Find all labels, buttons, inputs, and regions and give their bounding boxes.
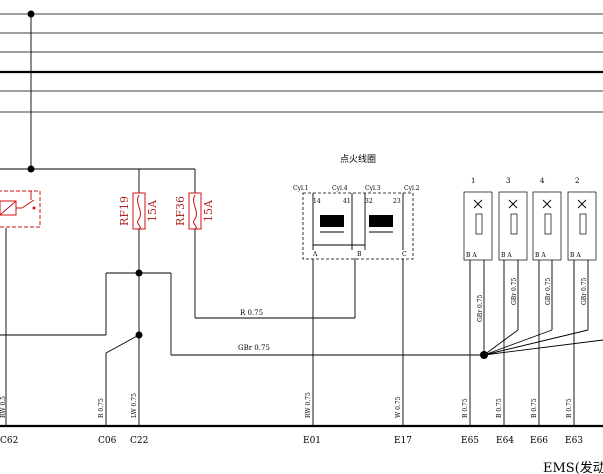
connector-code: E17 [394, 436, 412, 446]
bottom-wire-label: LW 0.75 [131, 393, 138, 418]
connector-code: E66 [530, 436, 548, 446]
svg-text:A: A [312, 251, 318, 258]
svg-text:15A: 15A [202, 199, 215, 222]
svg-text:2: 2 [575, 177, 579, 185]
svg-text:Cyl.3: Cyl.3 [365, 185, 381, 192]
svg-text:GBr 0.75: GBr 0.75 [511, 277, 518, 305]
svg-text:3: 3 [506, 177, 510, 185]
wire-label-gbr075: GBr 0.75 [238, 344, 270, 352]
bottom-wire-label: RW 0.75 [305, 392, 312, 418]
wire-label-r075: R 0.75 [240, 309, 263, 317]
svg-text:4: 4 [540, 177, 545, 185]
svg-text:1: 1 [471, 177, 475, 185]
svg-text:B A: B A [535, 252, 546, 259]
relay [0, 190, 41, 228]
injector-2: 2 B A [567, 177, 597, 261]
connector-code: E64 [496, 436, 514, 446]
connector-code: C06 [98, 436, 117, 446]
svg-text:RF36: RF36 [174, 196, 187, 226]
svg-text:Cyl.4: Cyl.4 [332, 185, 348, 192]
svg-text:Cyl.1: Cyl.1 [293, 185, 309, 192]
bottom-wire-label: W 0.75 [395, 396, 402, 418]
svg-text:Cyl.2: Cyl.2 [404, 185, 420, 192]
svg-text:32: 32 [365, 198, 373, 205]
svg-text:14: 14 [313, 198, 321, 205]
top-bus-lines [0, 13, 603, 113]
coil-title: 点火线圈 [340, 153, 376, 165]
footer-label: EMS(发动 [543, 460, 603, 474]
bottom-wire-label: RW 0.5 [0, 396, 7, 418]
svg-text:GBr 0.75: GBr 0.75 [545, 277, 552, 305]
fuse-rf36: RF36 15A [174, 192, 215, 230]
svg-text:41: 41 [343, 198, 351, 205]
fuse-rf19: RF19 15A [118, 192, 159, 230]
svg-text:B A: B A [466, 252, 477, 259]
svg-text:RF19: RF19 [118, 196, 131, 226]
svg-text:GBr 0.75: GBr 0.75 [581, 277, 588, 305]
injector-4: 4 B A [532, 177, 562, 261]
connector-code: C62 [0, 436, 18, 446]
bottom-wire-label: B 0.75 [496, 398, 503, 418]
injector-1: 1 B A [463, 177, 493, 261]
svg-text:GBr 0.75: GBr 0.75 [477, 294, 484, 322]
bottom-wire-label: B 0.75 [531, 398, 538, 418]
bottom-wire-label: B 0.75 [566, 398, 573, 418]
connector-code: E01 [303, 436, 321, 446]
bottom-wire-label: B 0.75 [462, 398, 469, 418]
svg-text:15A: 15A [146, 199, 159, 222]
svg-text:C: C [402, 251, 407, 258]
junction-dot [27, 10, 35, 18]
junction-dot [480, 351, 488, 359]
bottom-wire-label: R 0.75 [98, 398, 105, 418]
connector-code: E63 [565, 436, 583, 446]
injector-3: 3 B A [498, 177, 528, 261]
svg-text:B: B [357, 251, 362, 258]
ignition-coil: 点火线圈 Cyl.1 Cyl.4 Cyl.3 Cyl.2 14 41 32 23… [293, 153, 420, 260]
connector-code: C22 [130, 436, 148, 446]
svg-text:23: 23 [393, 198, 401, 205]
svg-text:B A: B A [570, 252, 581, 259]
connector-code: E65 [461, 436, 479, 446]
svg-text:B A: B A [501, 252, 512, 259]
